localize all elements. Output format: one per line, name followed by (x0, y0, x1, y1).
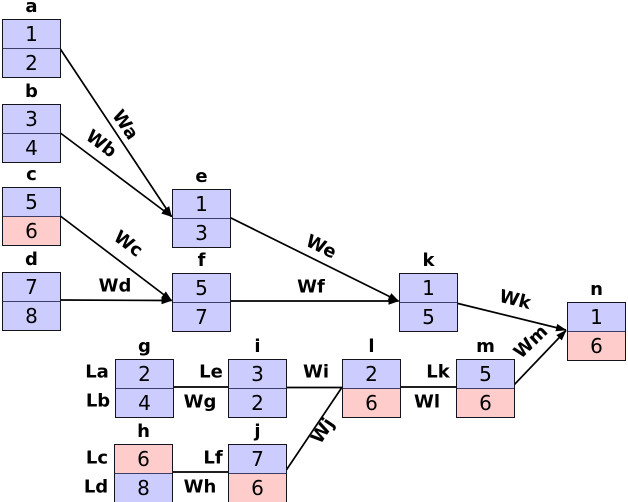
edge-m-n (512, 329, 567, 387)
edge-d-f (58, 296, 173, 305)
edge-k-n (455, 302, 567, 332)
edge-j-l (284, 387, 343, 473)
edge-e-k (228, 216, 400, 302)
edge-a-e (58, 46, 173, 218)
edge-group (58, 46, 567, 473)
edge-b-e (58, 131, 173, 218)
edge-c-f (58, 214, 173, 302)
